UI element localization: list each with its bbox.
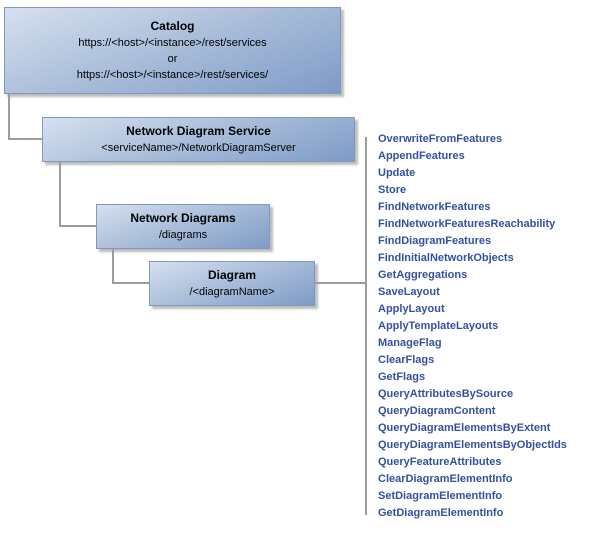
catalog-box: Catalog https://<host>/<instance>/rest/s… — [4, 7, 341, 94]
connector-catalog-service-vertical — [8, 94, 10, 140]
operation-label: QueryDiagramElementsByExtent — [378, 422, 551, 434]
operation-label: FindDiagramFeatures — [378, 235, 492, 247]
operation-label: AppendFeatures — [378, 150, 465, 162]
catalog-url-primary: https://<host>/<instance>/rest/services — [78, 37, 267, 49]
connector-diagram-operations-horizontal — [315, 282, 367, 284]
operation-label: ClearDiagramElementInfo — [378, 473, 513, 485]
network-diagrams-path: /diagrams — [158, 229, 208, 241]
catalog-or-label: or — [167, 53, 178, 65]
connector-diagrams-diagram-horizontal — [112, 282, 149, 284]
diagram-title: Diagram — [207, 268, 257, 282]
catalog-title: Catalog — [150, 19, 195, 33]
operation-label: OverwriteFromFeatures — [378, 133, 503, 145]
operation-label: QueryDiagramElementsByObjectIds — [378, 439, 567, 451]
network-diagrams-box: Network Diagrams /diagrams — [96, 204, 270, 249]
operation-label: QueryFeatureAttributes — [378, 456, 502, 468]
operation-label: GetAggregations — [378, 269, 468, 281]
operation-label: QueryAttributesBySource — [378, 388, 514, 400]
connector-diagrams-diagram-vertical — [112, 249, 114, 284]
operation-label: ManageFlag — [378, 337, 442, 349]
operation-label: QueryDiagramContent — [378, 405, 496, 417]
diagram-path: /<diagramName> — [189, 286, 275, 298]
network-diagram-service-box: Network Diagram Service <serviceName>/Ne… — [42, 117, 355, 162]
catalog-url-alternate: https://<host>/<instance>/rest/services/ — [76, 69, 269, 81]
operation-label: ClearFlags — [378, 354, 435, 366]
operation-label: Store — [378, 184, 407, 196]
network-diagram-service-path: <serviceName>/NetworkDiagramServer — [101, 142, 296, 154]
connector-catalog-service-horizontal — [8, 138, 42, 140]
operation-label: ApplyTemplateLayouts — [378, 320, 499, 332]
operation-label: FindInitialNetworkObjects — [378, 252, 514, 264]
diagram-box: Diagram /<diagramName> — [149, 261, 315, 306]
operation-label: SaveLayout — [378, 286, 440, 298]
operation-label: FindNetworkFeatures — [378, 201, 491, 213]
operations-bracket-line — [365, 137, 367, 515]
network-diagram-service-title: Network Diagram Service — [126, 124, 271, 138]
operation-label: FindNetworkFeaturesReachability — [378, 218, 556, 230]
operation-label: GetDiagramElementInfo — [378, 507, 504, 519]
operation-label: SetDiagramElementInfo — [378, 490, 503, 502]
connector-service-diagrams-vertical — [59, 162, 61, 227]
operation-label: GetFlags — [378, 371, 426, 383]
network-diagrams-title: Network Diagrams — [130, 211, 236, 225]
operation-label: ApplyLayout — [378, 303, 445, 315]
connector-service-diagrams-horizontal — [59, 225, 96, 227]
operation-label: Update — [378, 167, 416, 179]
